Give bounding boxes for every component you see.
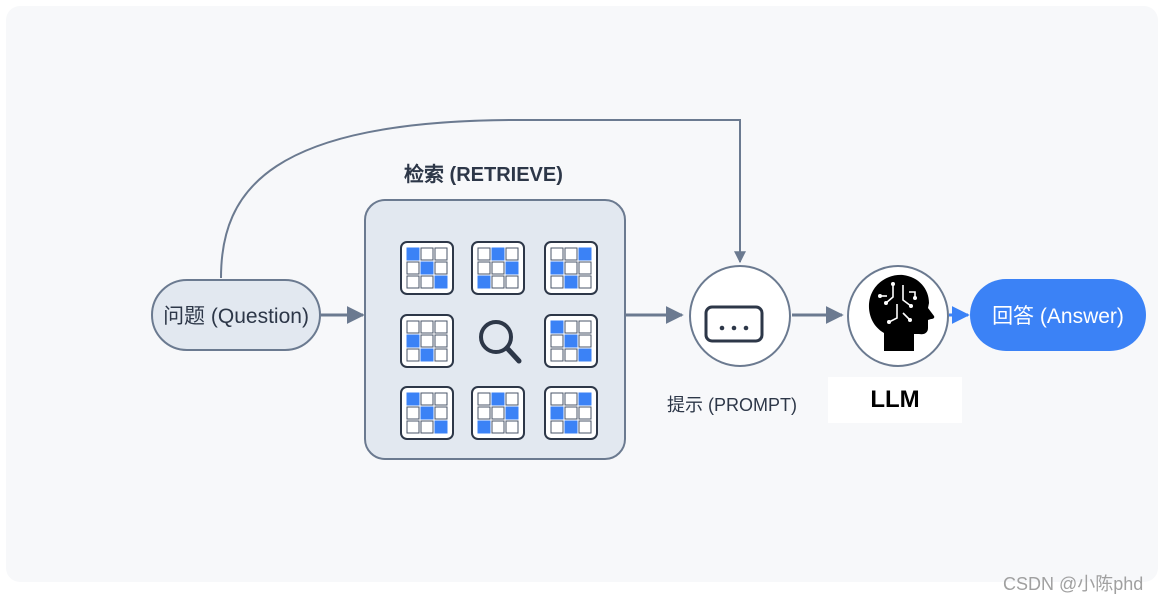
prompt-node [689,265,791,367]
document-grid-icon [544,241,598,295]
llm-label: LLM [870,386,920,413]
answer-label: 回答 (Answer) [992,305,1124,328]
llm-node [847,265,949,367]
answer-node: 回答 (Answer) [970,279,1146,351]
document-grid-icon [471,241,525,295]
document-grid-icon [471,386,525,440]
document-grid-icon [544,386,598,440]
question-to-prompt-arrow [220,119,746,279]
ai-head-icon [868,274,935,351]
document-grid-icon [400,386,454,440]
document-grid-icon [400,314,454,368]
watermark: CSDN @小陈phd [1003,574,1144,594]
question-node: 问题 (Question) [151,279,321,351]
llm-label-box: LLM [828,377,962,423]
retrieve-title: 检索 (RETRIEVE) [404,164,563,186]
search-icon [479,320,522,364]
question-label: 问题 (Question) [163,305,309,328]
document-grid-icon [400,241,454,295]
chat-bubble-icon [704,305,764,343]
document-grid-icon [544,314,598,368]
prompt-label: 提示 (PROMPT) [667,395,797,415]
